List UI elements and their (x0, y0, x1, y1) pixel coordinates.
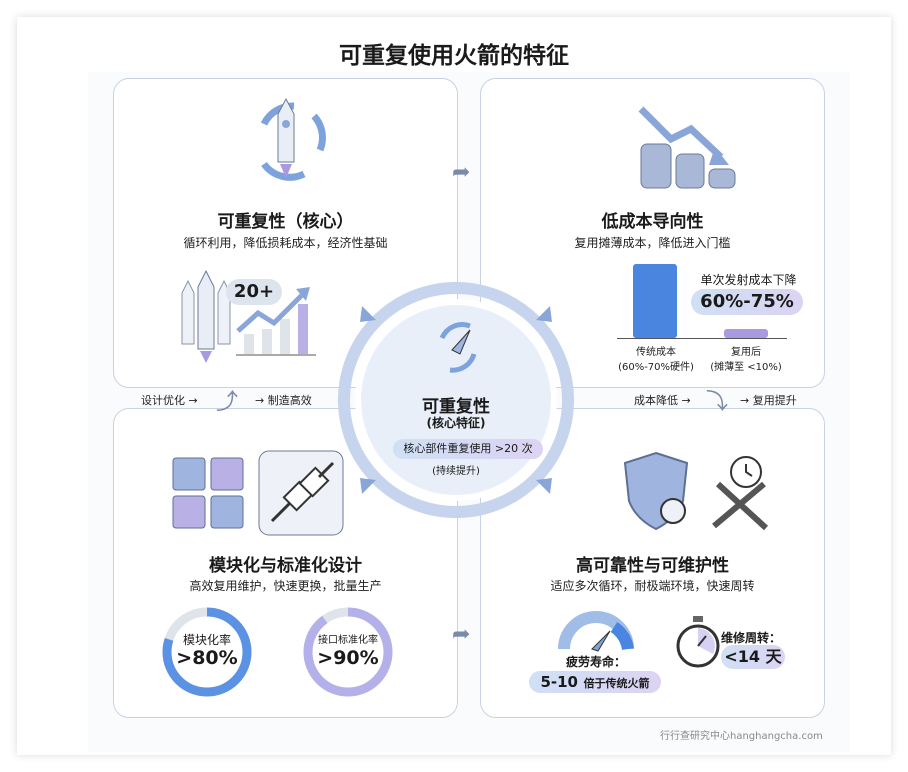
quadrant-subtitle: 复用摊薄成本，降低进入门槛 (574, 236, 731, 250)
growth-chart-icon (236, 287, 316, 356)
up-arrow-icon: ⤴ (216, 390, 239, 415)
rocket-cycle-icon (260, 97, 326, 181)
quadrant-subtitle: 适应多次循环，耐极端环境，快速周转 (550, 579, 755, 593)
ring-value: >90% (317, 647, 379, 669)
right-arrow-icon: ➦ (452, 160, 471, 185)
center-highlight: 核心部件重复使用 >20 次 (393, 439, 543, 459)
flow-label: → 复用提升 (740, 394, 797, 407)
flow-label: 设计优化 → (141, 394, 198, 407)
reuse-count-badge: 20+ (226, 279, 282, 305)
puzzle-icon (172, 457, 244, 529)
quadrant-heading: 模块化与标准化设计 (209, 556, 362, 576)
bar-axis (617, 338, 787, 339)
fatigue-label: 疲劳寿命： (565, 655, 626, 669)
fatigue-value: 5-10 (540, 673, 578, 691)
interface-standardization-ring (303, 607, 393, 697)
ring-label: 接口标准化率 (318, 635, 378, 646)
quadrant-subtitle: 循环利用，降低损耗成本，经济性基础 (183, 236, 388, 250)
quadrant-modular: 模块化与标准化设计 高效复用维护，快速更换，批量生产 模块化率 >80% 接口标… (113, 408, 458, 718)
quadrant-heading: 低成本导向性 (601, 212, 704, 232)
shield-gear-icon (623, 451, 689, 531)
plug-connector-icon (258, 450, 344, 536)
fatigue-value-pill: 5-10 倍于传统火箭 (529, 671, 661, 693)
bar-traditional-cost (633, 264, 677, 338)
page-title: 可重复使用火箭的特征 (339, 43, 569, 69)
center-note: (持续提升) (432, 466, 480, 477)
ring-label: 模块化率 (182, 633, 231, 647)
rocket-fleet-icon (181, 269, 231, 363)
ring-value: >80% (176, 647, 238, 669)
callout-label: 单次发射成本下降 (700, 273, 797, 287)
bar-note: (60%-70%硬件) (618, 362, 694, 373)
flow-label: → 制造高效 (255, 394, 312, 407)
turnaround-label: 维修周转： (721, 631, 782, 645)
wrench-clock-icon (712, 456, 769, 531)
quadrant-reliability: 高可靠性与可维护性 适应多次循环，耐极端环境，快速周转 疲劳寿命： 5-10 倍… (480, 408, 825, 718)
modularity-ring (162, 607, 252, 697)
watermark: 行行查研究中心hanghangcha.com (660, 731, 823, 742)
fatigue-gauge-icon (558, 611, 634, 652)
bar-note: (摊薄至 <10%) (710, 362, 782, 373)
down-arrow-icon: ⤵ (706, 390, 729, 415)
bar-reused-cost (724, 329, 768, 338)
bar-label: 传统成本 (636, 347, 676, 358)
fatigue-suffix: 倍于传统火箭 (583, 677, 650, 690)
rocket-icon (439, 322, 477, 373)
quadrant-subtitle: 高效复用维护，快速更换，批量生产 (189, 579, 382, 593)
quadrant-low-cost: 低成本导向性 复用摊薄成本，降低进入门槛 传统成本 (60%-70%硬件) 复用… (480, 78, 825, 388)
quadrant-heading: 可重复性（核心） (217, 212, 354, 232)
coins-decline-icon (638, 106, 736, 189)
bar-label: 复用后 (731, 347, 761, 358)
quadrant-heading: 高可靠性与可维护性 (576, 556, 729, 576)
center-title: 可重复性 (422, 397, 490, 417)
center-subtitle: (核心特征) (426, 416, 486, 430)
callout-value: 60%-75% (691, 289, 803, 315)
right-arrow-icon: ➦ (452, 622, 471, 647)
turnaround-value: <14 天 (721, 645, 785, 669)
flow-label: 成本降低 → (634, 394, 691, 407)
stopwatch-icon (676, 616, 720, 668)
